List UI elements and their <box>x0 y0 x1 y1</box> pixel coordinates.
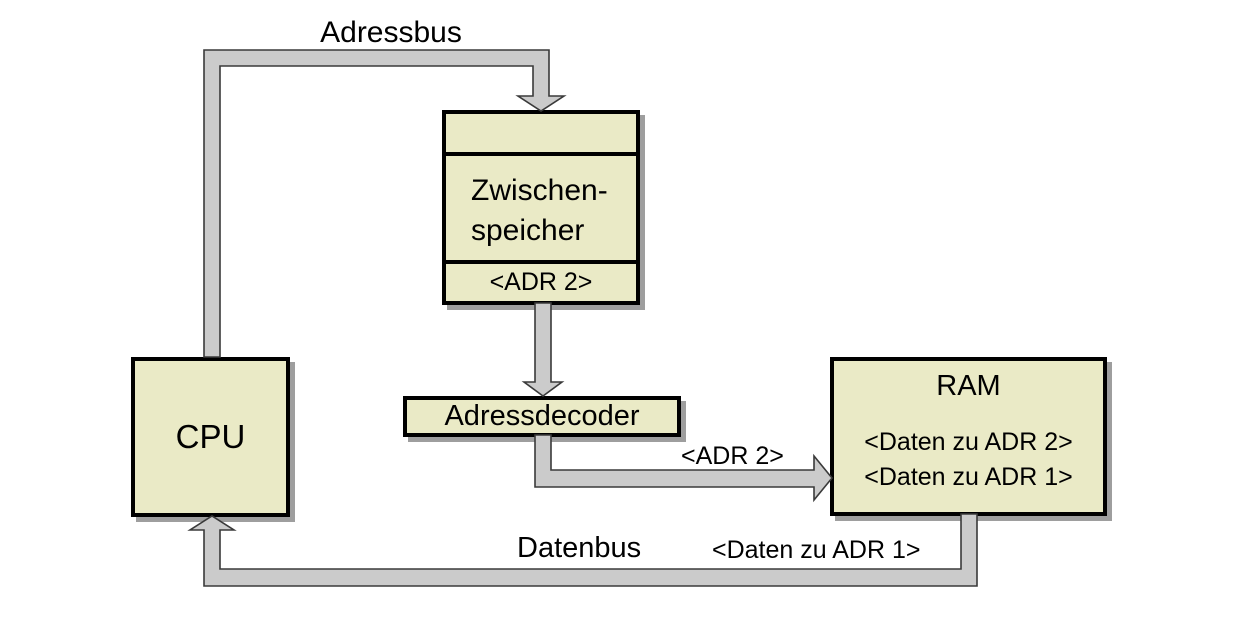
adr2-bus-label: <ADR 2> <box>681 442 784 470</box>
ram-data-row-adr1: <Daten zu ADR 1> <box>864 463 1073 491</box>
zwischenspeicher-empty-slot <box>446 114 636 156</box>
adressdecoder-label: Adressdecoder <box>444 400 640 432</box>
daten-adr1-bus-label: <Daten zu ADR 1> <box>712 536 921 564</box>
adressdecoder-box: Adressdecoder <box>403 396 681 437</box>
ram-label: RAM <box>936 370 1001 402</box>
zwischenspeicher-box: Zwischen- speicher <ADR 2> <box>442 110 640 305</box>
cpu-box: CPU <box>131 357 290 517</box>
ram-data-row-adr2: <Daten zu ADR 2> <box>864 428 1073 456</box>
zwischenspeicher-label: Zwischen- speicher <box>446 156 636 264</box>
datenbus-label: Datenbus <box>517 532 642 564</box>
cpu-label: CPU <box>175 418 246 455</box>
ram-box: RAM <Daten zu ADR 2> <Daten zu ADR 1> <box>830 357 1107 516</box>
adressbus-label: Adressbus <box>320 16 462 49</box>
zwischenspeicher-adr2-slot: <ADR 2> <box>489 268 593 296</box>
buffer-to-decoder-arrow <box>521 302 565 397</box>
zwischenspeicher-label-line1: Zwischen- <box>471 174 608 207</box>
zwischenspeicher-label-line2: speicher <box>471 214 585 247</box>
